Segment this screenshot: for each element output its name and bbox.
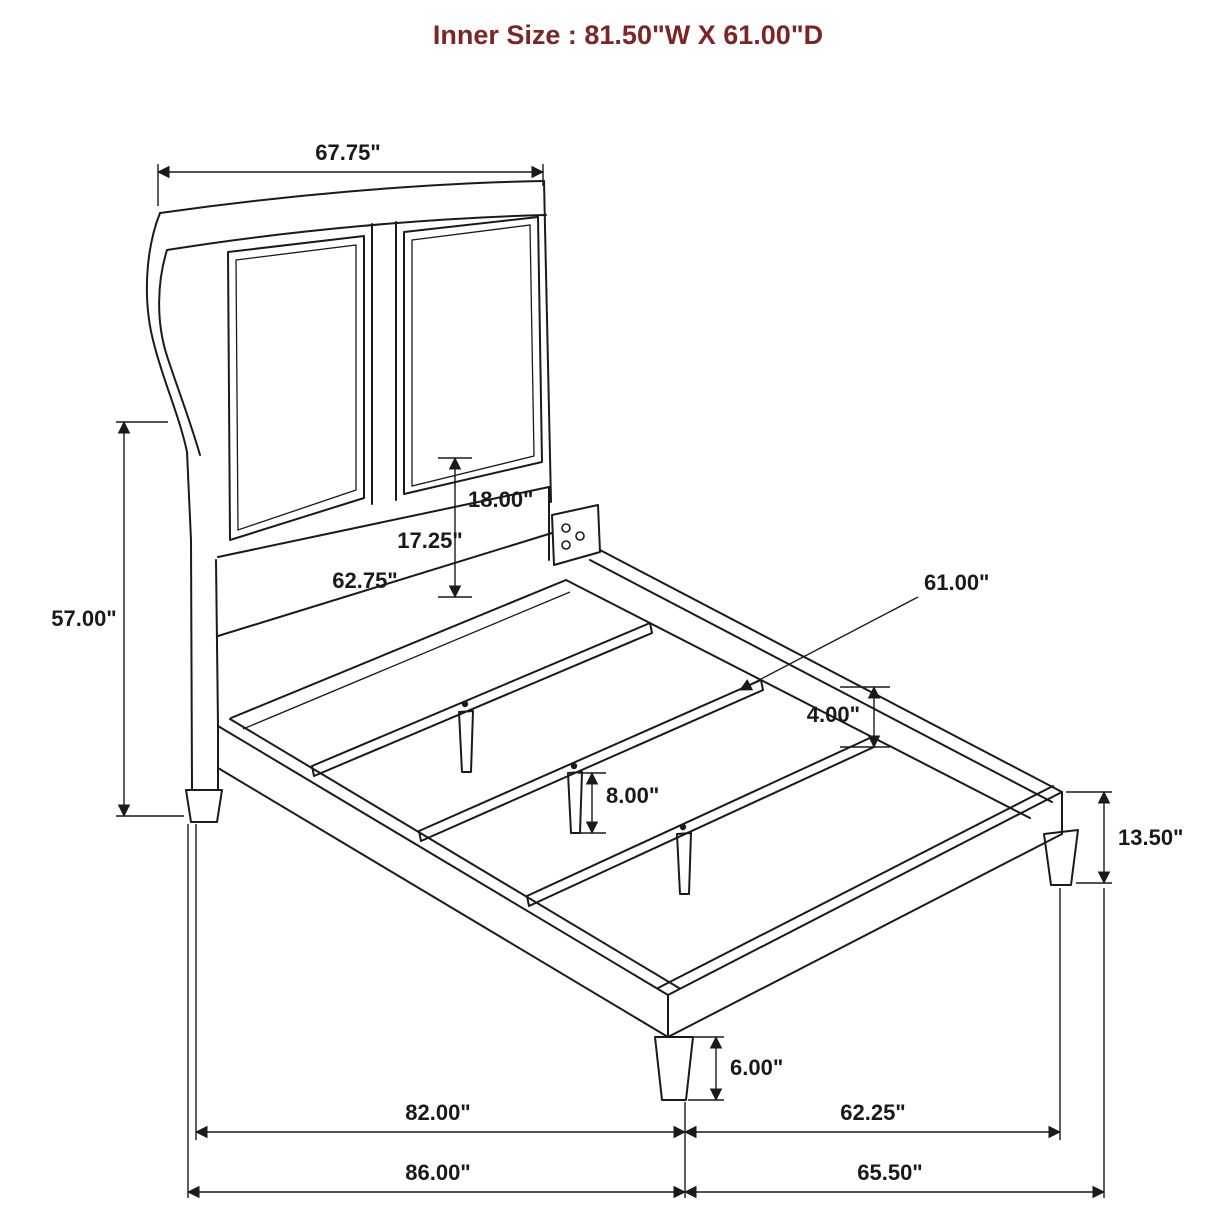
- center-support-leg: [676, 832, 692, 895]
- foot-left-leg: [654, 1036, 694, 1101]
- dimension-row-frame: 82.00" 62.25": [194, 1100, 1062, 1139]
- bracket-screw-hole: [575, 531, 585, 541]
- dim-label-panel-height: 18.00": [468, 487, 533, 512]
- dimension-headboard-height: 57.00": [51, 420, 184, 818]
- dimension-slat-length: 61.00": [739, 570, 989, 691]
- dim-label-headboard-height: 57.00": [51, 606, 116, 631]
- rail-screw-dot: [461, 700, 469, 708]
- dimension-panel-height: 18.00": [438, 456, 533, 599]
- bed-frame: [217, 549, 1079, 1101]
- dim-label-foot-rail-width: 62.25": [840, 1100, 905, 1125]
- dimension-slat-rail-height: 4.00": [807, 685, 890, 749]
- dimension-center-leg-height: 8.00": [578, 771, 659, 835]
- dim-label-overall-length: 86.00": [405, 1160, 470, 1185]
- dimension-headboard-width: 67.75": [156, 140, 545, 206]
- diagram-title: Inner Size : 81.50"W X 61.00"D: [433, 20, 823, 50]
- dimension-foot-leg-height: 6.00": [688, 1035, 783, 1102]
- extension-lines: [187, 824, 1105, 1198]
- dim-label-headboard-inner-width: 62.75": [332, 568, 397, 593]
- dim-label-side-rail-height: 13.50": [1118, 825, 1183, 850]
- dimension-side-rail-height: 13.50": [1066, 790, 1183, 885]
- dim-label-center-leg-height: 8.00": [606, 783, 659, 808]
- dimension-row-overall: 86.00" 65.50": [186, 1160, 1106, 1199]
- rail-screw-dot: [679, 823, 687, 831]
- dim-label-side-rail-length: 82.00": [405, 1100, 470, 1125]
- bracket-screw-hole: [561, 540, 571, 550]
- dim-label-slat-rail-height: 4.00": [807, 702, 860, 727]
- center-support-leg: [567, 771, 583, 834]
- headboard: [145, 180, 601, 823]
- dim-label-overall-width: 65.50": [857, 1160, 922, 1185]
- dim-label-panel-inner-height: 17.25": [397, 528, 462, 553]
- dim-label-headboard-width: 67.75": [315, 140, 380, 165]
- dim-label-slat-length: 61.00": [924, 570, 989, 595]
- dim-label-foot-leg-height: 6.00": [730, 1055, 783, 1080]
- slat-rails: [311, 622, 875, 907]
- rail-screw-dot: [570, 762, 578, 770]
- foot-right-leg: [1043, 829, 1079, 886]
- bracket-screw-hole: [561, 523, 571, 533]
- center-support-leg: [458, 710, 474, 773]
